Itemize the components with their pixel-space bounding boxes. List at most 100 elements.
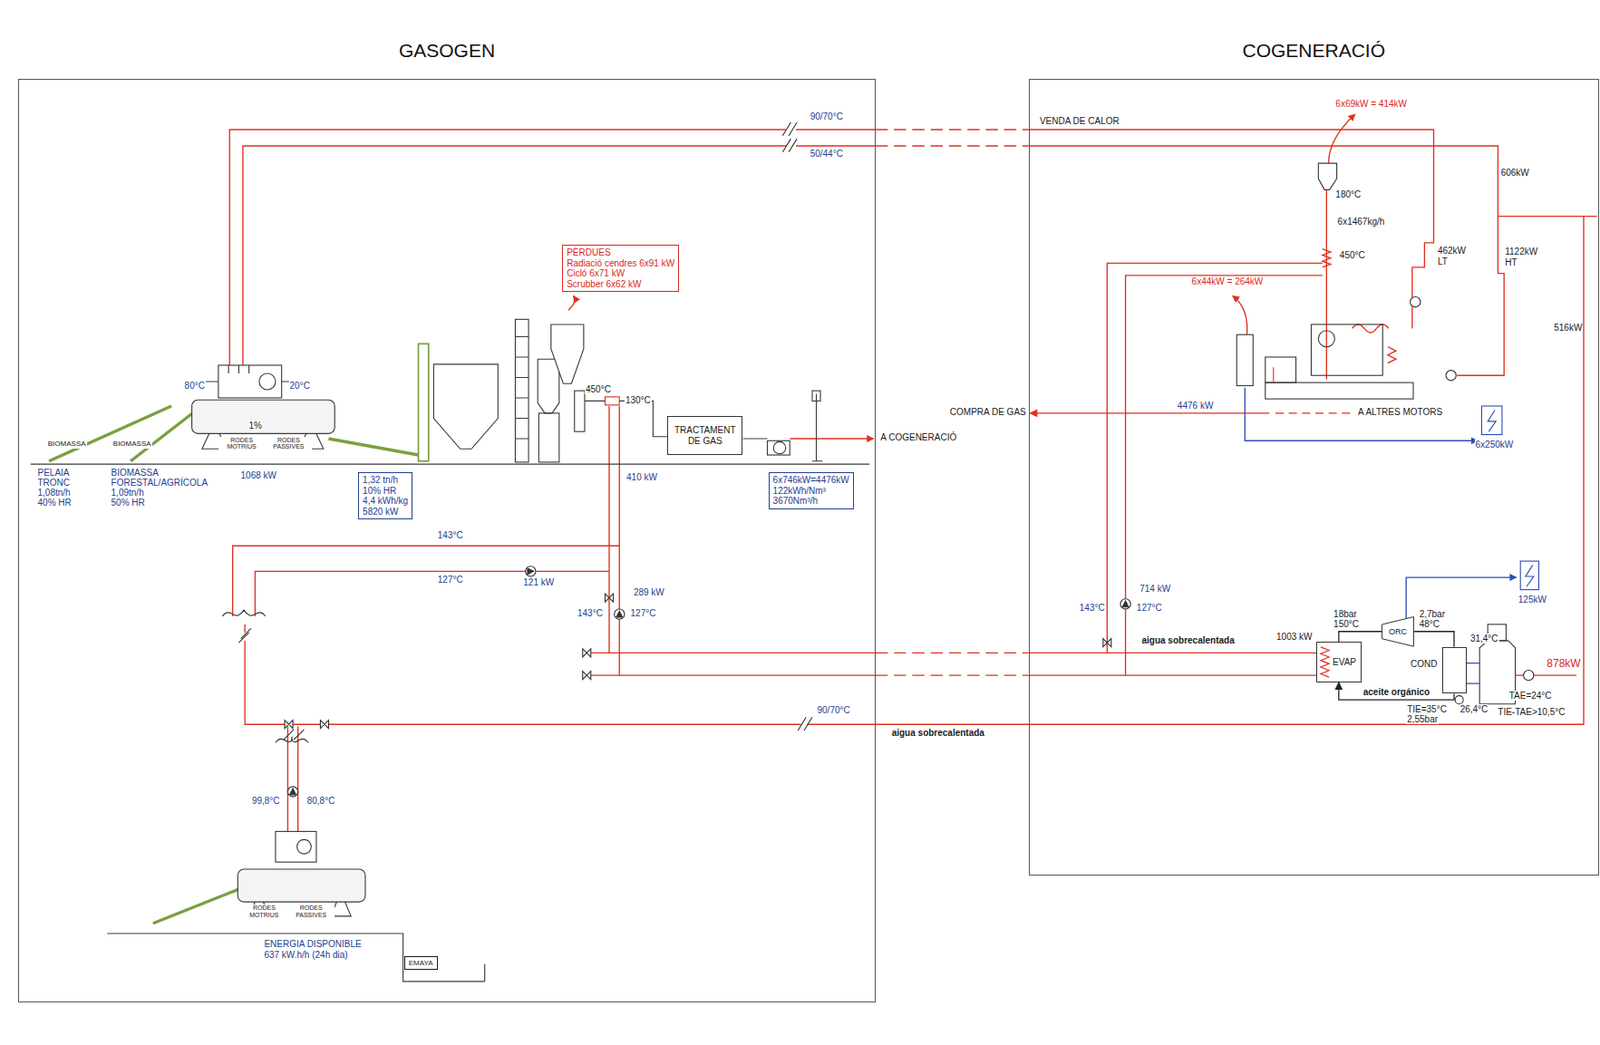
- equipment: [1310, 324, 1383, 376]
- box-row: 5820 kW: [362, 506, 408, 518]
- hot-water-pipes: [244, 216, 1584, 726]
- annotation-label: 26,4°C: [1459, 704, 1490, 715]
- annotation-label: 462kW: [1436, 245, 1467, 256]
- equipment: [30, 163, 1516, 982]
- loss-box: PÈRDUESRadiació cendres 6x91 kWCicló 6x7…: [562, 244, 679, 292]
- annotation-label: TRONC: [37, 477, 72, 488]
- annotation-label: 80°C: [184, 380, 206, 391]
- annotation-label: 6x1467kg/h: [1337, 216, 1387, 227]
- annotation-label: TAE=24°C: [1508, 690, 1553, 701]
- electrical-lines: [1406, 577, 1517, 619]
- pumps-and-valves: [1445, 370, 1456, 381]
- box-text: 6x746kW=4476kW: [773, 475, 850, 486]
- annotation-label: TIE-TAE>10,5°C: [1496, 707, 1566, 718]
- annotation-label: 6x250kW: [1474, 439, 1515, 450]
- process-box: TRACTAMENT DE GAS: [667, 416, 743, 456]
- annotation-label: BIOMASSA: [47, 440, 88, 449]
- equipment: [605, 397, 621, 406]
- annotation-label: 125kW: [1517, 594, 1548, 605]
- equipment: [1236, 334, 1253, 386]
- annotation-label: 40% HR: [37, 497, 73, 508]
- annotation-label: 18bar: [1332, 609, 1358, 620]
- pumps-and-valves: [284, 297, 1534, 798]
- electrical-lines: [1525, 565, 1534, 588]
- annotation-label: TIE=35°C: [1406, 704, 1448, 715]
- equipment: [297, 839, 312, 854]
- conveyors: [48, 406, 172, 462]
- annotation-label: BIOMASSA: [110, 467, 160, 478]
- annotation-label: 143°C: [436, 530, 465, 541]
- equipment: [812, 393, 823, 461]
- equipment: [203, 365, 292, 382]
- hot-water-pipes: [789, 437, 873, 439]
- annotation-label: 1068 kW: [240, 470, 278, 481]
- hot-water-pipes: [1322, 249, 1331, 268]
- evaporator-box: EVAP: [1316, 641, 1362, 683]
- annotation-label: 450°C: [1338, 250, 1367, 261]
- annotation-label: A ALTRES MOTORS: [1357, 407, 1444, 417]
- hot-water-pipes: [287, 726, 298, 834]
- box-text: EVAP: [1332, 657, 1357, 668]
- annotation-label: A COGENERACIÓ: [879, 432, 958, 443]
- break-marks: [275, 736, 309, 744]
- annotation-label: RODES MOTRIUS: [218, 436, 266, 451]
- annotation-label: LT: [1436, 256, 1449, 267]
- annotation-label: 1122kW: [1503, 246, 1539, 257]
- equipment: [537, 358, 560, 414]
- annotation-label: 90/70°C: [816, 705, 852, 716]
- annotation-label: 714 kW: [1138, 583, 1172, 594]
- annotation-label: 606kW: [1500, 167, 1531, 178]
- data-box: 1,32 tn/h10% HR4,4 kWh/kg5820 kW: [358, 472, 413, 520]
- annotation-label: 143°C: [576, 608, 604, 619]
- hot-water-pipes: [1028, 145, 1598, 376]
- pumps-and-valves: [284, 593, 1112, 729]
- box-text: ORC: [1388, 627, 1407, 637]
- hot-water-pipes: [586, 406, 876, 676]
- box-text: COND: [1409, 659, 1438, 670]
- panel-title: COGENERACIÓ: [1029, 39, 1599, 62]
- equipment: [275, 831, 317, 863]
- equipment: [259, 373, 276, 390]
- equipment: [551, 324, 584, 384]
- process-illustration: [30, 114, 1598, 982]
- electrical-lines: [1244, 387, 1539, 684]
- annotation-label: 450°C: [584, 384, 612, 395]
- electrical-lines: [1520, 561, 1539, 591]
- equipment: [1272, 367, 1274, 383]
- annotation-label: 180°C: [1334, 189, 1362, 200]
- hot-water-pipes: [1351, 324, 1389, 333]
- annotation-label: 637 kW.h/h (24h dia): [262, 950, 349, 960]
- pumps-and-valves: [1454, 696, 1464, 705]
- annotation-label: RODES MOTRIUS: [241, 904, 289, 919]
- annotation-label: aigua sobrecalentada: [1140, 635, 1235, 646]
- annotation-label: 1,08tn/h: [37, 487, 72, 498]
- annotation-label: 2,7bar: [1418, 609, 1446, 620]
- annotation-label: 516kW: [1552, 322, 1583, 333]
- annotation-label: BIOMASSA: [112, 440, 153, 449]
- conveyors: [130, 412, 194, 462]
- annotation-label: 121 kW: [522, 577, 555, 588]
- box-text: TRACTAMENT DE GAS: [669, 425, 740, 447]
- break-marks: [222, 610, 265, 617]
- annotation-label: 289 kW: [632, 587, 666, 598]
- equipment: [192, 399, 336, 434]
- hot-water-pipes: [1328, 114, 1356, 164]
- hot-water-pipes: [1326, 189, 1328, 379]
- box-row: 4,4 kWh/kg: [362, 495, 408, 507]
- annotation-label: COMPRA DE GAS: [949, 407, 1028, 417]
- equipment: [1265, 382, 1414, 399]
- box-text: 1,32 tn/h: [362, 475, 408, 486]
- electrical-lines: [1487, 410, 1496, 433]
- turbine-outline: [1382, 616, 1415, 647]
- region-panel: GASOGENPÈRDUESRadiació cendres 6x91 kWCi…: [18, 78, 876, 1004]
- box-row: Radiació cendres 6x91 kW: [566, 258, 675, 270]
- condenser-box: COND: [1442, 647, 1467, 695]
- annotation-label: 127°C: [630, 608, 658, 619]
- annotation-label: 410 kW: [625, 472, 659, 483]
- equipment: [1265, 357, 1297, 383]
- equipment: [237, 869, 366, 902]
- conveyors: [153, 887, 243, 923]
- annotation-label: 31,4°C: [1469, 633, 1500, 644]
- equipment: [30, 464, 870, 466]
